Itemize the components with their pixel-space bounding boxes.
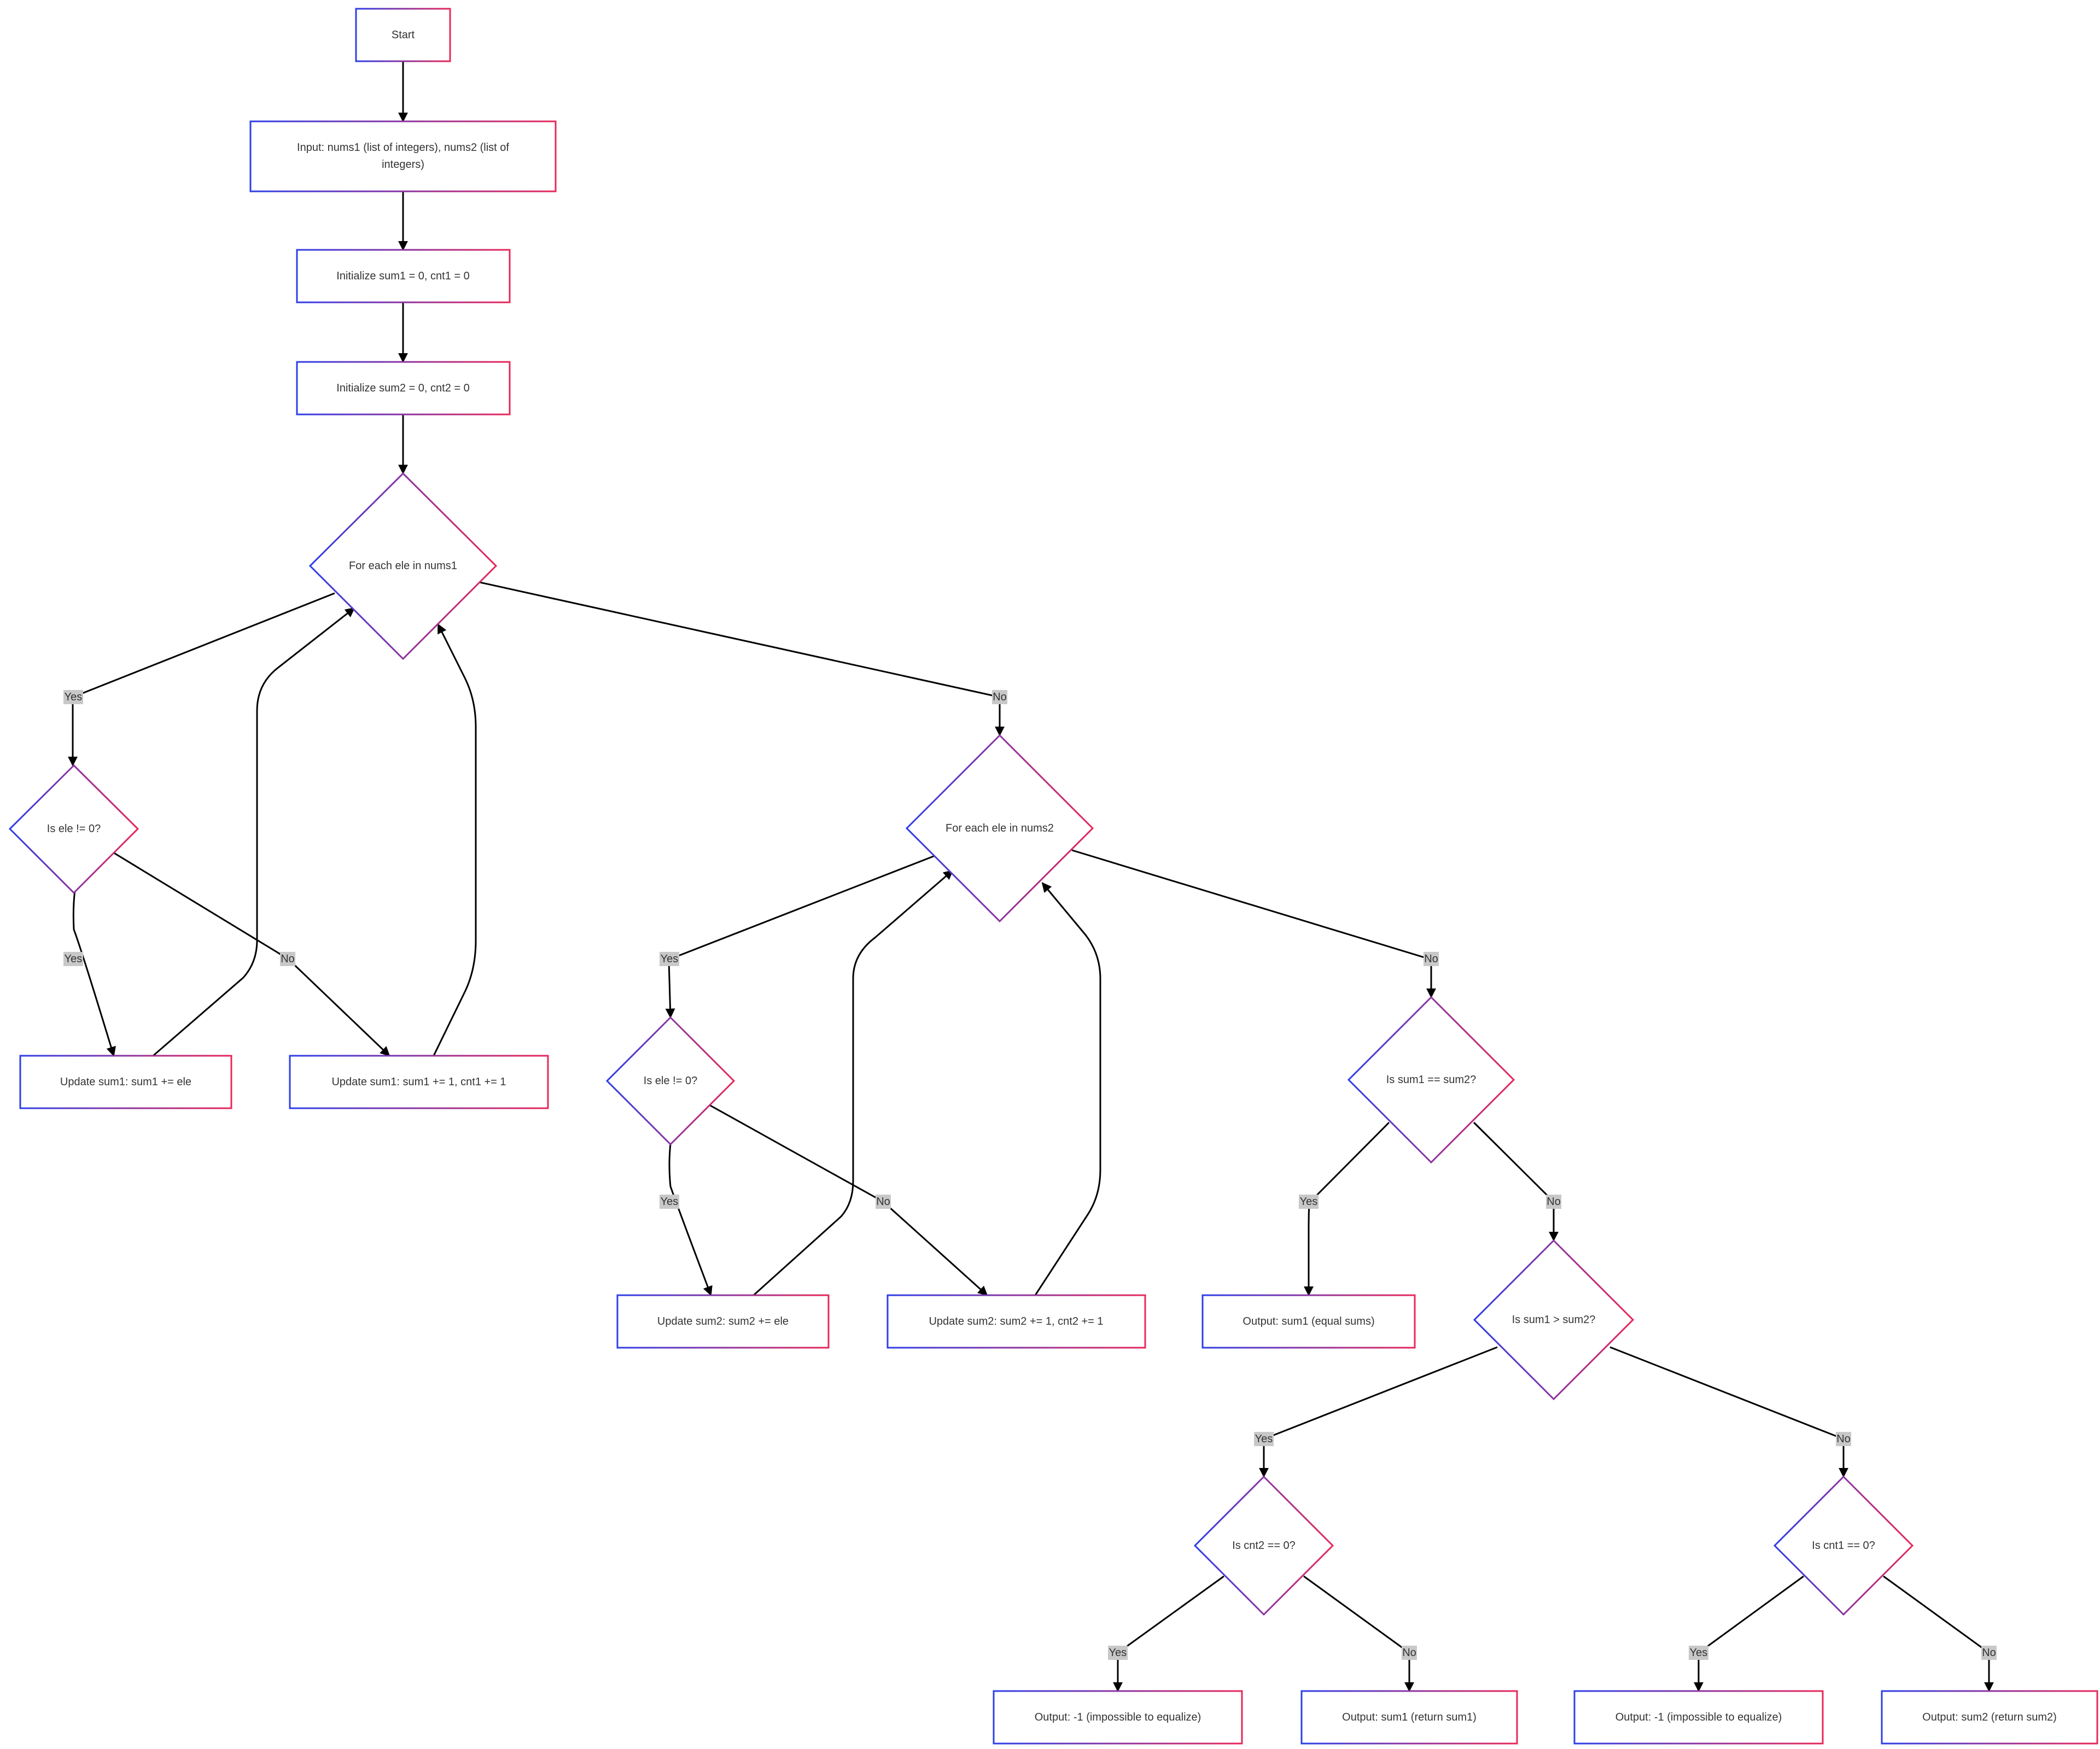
node-input-label-line2: integers) xyxy=(382,159,424,171)
edge-cnt1z-outd xyxy=(1883,1575,1994,1692)
label-cnt2z-no: No xyxy=(1402,1647,1416,1659)
node-output-equal: Output: sum1 (equal sums) xyxy=(1201,1294,1416,1349)
edge-label-bg xyxy=(1981,1646,1997,1660)
label-loop2-no: No xyxy=(1424,953,1438,965)
node-update-sum2-one-label: Update sum2: sum2 += 1, cnt2 += 1 xyxy=(929,1315,1103,1327)
node-check-cnt1-label: Is cnt1 == 0? xyxy=(1812,1540,1875,1552)
node-output-sum2-label: Output: sum2 (return sum2) xyxy=(1922,1711,2057,1723)
edge-gt-cnt1z xyxy=(1609,1346,1848,1478)
label-check1-yes: Yes xyxy=(65,953,83,965)
node-check-ele1: Is ele != 0? xyxy=(8,764,139,894)
node-update-sum2-one: Update sum2: sum2 += 1, cnt2 += 1 xyxy=(886,1294,1146,1349)
edge-cnt2z-outa xyxy=(1113,1575,1224,1692)
edge-upd1a-loop1 xyxy=(153,607,355,1057)
node-init-sum2: Initialize sum2 = 0, cnt2 = 0 xyxy=(296,361,511,416)
node-check-ele2-label: Is ele != 0? xyxy=(644,1075,697,1087)
edge-label-bg xyxy=(63,690,83,704)
node-output-impossible-1-label: Output: -1 (impossible to equalize) xyxy=(1035,1711,1201,1723)
node-check-cnt2: Is cnt2 == 0? xyxy=(1193,1475,1334,1616)
node-check-greater: Is sum1 > sum2? xyxy=(1473,1239,1635,1401)
node-output-sum1: Output: sum1 (return sum1) xyxy=(1300,1690,1518,1745)
edge-label-bg xyxy=(63,952,83,966)
nodes: Start Input: nums1 (list of integers), n… xyxy=(8,8,2098,1745)
edge-upd1b-loop1 xyxy=(433,623,477,1056)
label-check2-yes: Yes xyxy=(661,1196,679,1208)
node-update-sum2-ele: Update sum2: sum2 += ele xyxy=(616,1294,830,1349)
node-loop-nums2: For each ele in nums2 xyxy=(905,734,1094,923)
node-init-sum1-label: Initialize sum1 = 0, cnt1 = 0 xyxy=(336,270,469,282)
edge-label-bg xyxy=(280,952,295,966)
edge-label-bg xyxy=(1689,1646,1708,1660)
edge-label-bg xyxy=(1254,1432,1274,1446)
edge-cnt1z-outc xyxy=(1694,1575,1804,1692)
edge-label-bg xyxy=(660,952,679,966)
edge-label-bg xyxy=(1402,1646,1417,1660)
label-cnt2z-yes: Yes xyxy=(1109,1647,1127,1659)
node-check-equal-label: Is sum1 == sum2? xyxy=(1386,1074,1477,1086)
node-output-sum2: Output: sum2 (return sum2) xyxy=(1881,1690,2098,1745)
node-input-label-line1: Input: nums1 (list of integers), nums2 (… xyxy=(297,142,509,154)
node-output-sum1-label: Output: sum1 (return sum1) xyxy=(1342,1711,1477,1723)
edge-check2-upd2a xyxy=(668,1143,713,1296)
edge-label-bg xyxy=(1108,1646,1128,1660)
edge-eq-outeq xyxy=(1304,1121,1390,1296)
node-output-impossible-2-label: Output: -1 (impossible to equalize) xyxy=(1615,1711,1782,1723)
edge-upd2a-loop2 xyxy=(752,869,954,1296)
edge-cnt2z-outb xyxy=(1303,1575,1414,1692)
node-loop-nums1: For each ele in nums1 xyxy=(308,472,498,660)
node-init-sum2-label: Initialize sum2 = 0, cnt2 = 0 xyxy=(336,382,469,394)
label-eq-yes: Yes xyxy=(1300,1196,1318,1208)
label-gt-no: No xyxy=(1836,1433,1851,1445)
label-loop1-yes: Yes xyxy=(65,691,83,703)
node-check-cnt1: Is cnt1 == 0? xyxy=(1773,1475,1914,1616)
node-update-sum1-ele-label: Update sum1: sum1 += ele xyxy=(60,1076,191,1088)
node-start: Start xyxy=(355,8,451,62)
edge-check2-upd2b xyxy=(709,1104,988,1296)
node-update-sum1-one: Update sum1: sum1 += 1, cnt1 += 1 xyxy=(289,1055,549,1109)
node-check-ele2: Is ele != 0? xyxy=(605,1016,736,1146)
node-output-equal-label: Output: sum1 (equal sums) xyxy=(1242,1315,1374,1327)
edge-check1-upd1a xyxy=(72,890,116,1057)
edge-loop2-eq xyxy=(1071,849,1436,998)
edge-gt-cnt2z xyxy=(1259,1346,1498,1478)
label-loop2-yes: Yes xyxy=(661,953,679,965)
edge-loop1-check1 xyxy=(68,592,335,767)
edge-label-bg xyxy=(992,690,1007,704)
node-check-equal: Is sum1 == sum2? xyxy=(1347,996,1515,1164)
label-check1-no: No xyxy=(281,953,295,965)
edge-label-bg xyxy=(1299,1195,1319,1209)
label-gt-yes: Yes xyxy=(1255,1433,1273,1445)
node-check-greater-label: Is sum1 > sum2? xyxy=(1512,1314,1596,1326)
node-update-sum1-ele: Update sum1: sum1 += ele xyxy=(19,1055,232,1109)
label-check2-no: No xyxy=(876,1196,890,1208)
edge-label-bg xyxy=(876,1195,891,1209)
edge-eq-gt xyxy=(1473,1121,1559,1242)
node-start-label: Start xyxy=(392,29,415,41)
node-loop-nums2-label: For each ele in nums2 xyxy=(946,822,1054,834)
edge-labels: Yes No Yes No Yes No Yes No Yes No Yes N… xyxy=(63,690,1997,1660)
node-loop-nums1-label: For each ele in nums1 xyxy=(349,560,457,572)
label-eq-no: No xyxy=(1547,1196,1561,1208)
edge-check1-upd1b xyxy=(112,851,390,1057)
node-input: Input: nums1 (list of integers), nums2 (… xyxy=(249,120,557,192)
label-loop1-no: No xyxy=(993,691,1007,703)
edge-upd2b-loop2 xyxy=(1034,882,1101,1296)
label-cnt1z-yes: Yes xyxy=(1690,1647,1708,1659)
label-cnt1z-no: No xyxy=(1982,1647,1996,1659)
node-output-impossible-2: Output: -1 (impossible to equalize) xyxy=(1573,1690,1824,1745)
node-output-impossible-1: Output: -1 (impossible to equalize) xyxy=(993,1690,1243,1745)
edge-label-bg xyxy=(1836,1432,1851,1446)
node-update-sum2-ele-label: Update sum2: sum2 += ele xyxy=(657,1315,789,1327)
edge-label-bg xyxy=(1546,1195,1561,1209)
edge-label-bg xyxy=(1424,952,1439,966)
edge-loop2-check2 xyxy=(665,855,936,1019)
node-update-sum1-one-label: Update sum1: sum1 += 1, cnt1 += 1 xyxy=(331,1076,506,1088)
node-check-ele1-label: Is ele != 0? xyxy=(47,823,101,835)
node-check-cnt2-label: Is cnt2 == 0? xyxy=(1232,1540,1296,1552)
edge-loop1-loop2 xyxy=(479,581,1005,736)
edge-label-bg xyxy=(660,1195,679,1209)
node-init-sum1: Initialize sum1 = 0, cnt1 = 0 xyxy=(296,249,511,303)
